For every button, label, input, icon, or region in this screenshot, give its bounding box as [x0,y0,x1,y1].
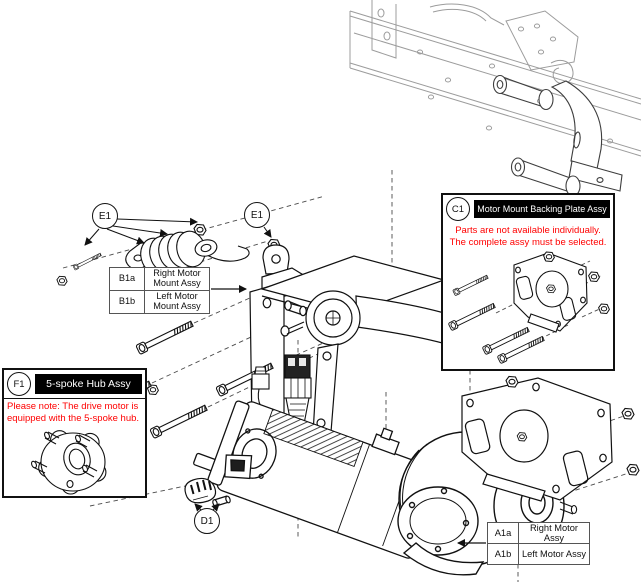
backing-plate-kit-drawing [447,251,610,365]
callout-d1: D1 [194,508,220,534]
f1-note-line2: equipped with the 5-spoke hub. [7,413,140,425]
five-spoke-hub-drawing [30,430,107,495]
callout-e1-upper: E1 [92,203,118,229]
chassis-frame-drawing [349,0,641,157]
part-desc: Left Motor Mount Assy [144,290,210,314]
part-desc: Left Motor Assy [518,543,590,565]
c1-note-line2: The complete assy must be selected. [449,237,607,249]
part-code: B1a [109,267,145,291]
callout-d1-label: D1 [200,515,214,527]
table-row: A1a Right Motor Assy [487,522,590,544]
c1-box-header: C1 Motor Mount Backing Plate Assy [443,195,613,223]
part-desc: Right Motor Mount Assy [144,267,210,291]
callout-c1: C1 [446,197,470,221]
f1-box-note: Please note: The drive motor is equipped… [4,399,145,426]
table-row: B1b Left Motor Mount Assy [109,290,210,314]
callout-e1-upper-label: E1 [98,210,112,222]
c1-backing-plate-box: C1 Motor Mount Backing Plate Assy Parts … [441,193,615,371]
f1-hub-box: F1 5-spoke Hub Assy Please note: The dri… [2,368,147,498]
motor-backing-plate-drawing [461,375,640,502]
part-code: A1a [487,522,519,544]
release-knob-drawing [184,477,231,507]
part-code: A1b [487,543,519,565]
callout-c1-label: C1 [451,203,465,215]
callout-e1-mount: E1 [244,202,270,228]
c1-box-title: Motor Mount Backing Plate Assy [474,200,610,218]
table-row: B1a Right Motor Mount Assy [109,267,210,291]
spring-assembly-drawing [125,230,250,275]
e1-leader-lines [84,217,272,246]
drive-motor-drawing [193,400,444,559]
frame-mount-bracket-drawing [492,74,623,197]
f1-box-title: 5-spoke Hub Assy [35,374,142,394]
f1-note-line1: Please note: The drive motor is [7,401,139,412]
part-desc: Right Motor Assy [518,522,590,544]
f1-box-header: F1 5-spoke Hub Assy [4,370,145,399]
callout-f1: F1 [7,372,31,396]
table-row: A1b Left Motor Assy [487,543,590,565]
motor-assy-table: A1a Right Motor Assy A1b Left Motor Assy [487,522,590,565]
c1-note-line1: Parts are not available individually. [455,225,601,236]
motor-mount-assy-table: B1a Right Motor Mount Assy B1b Left Moto… [109,267,210,314]
callout-f1-label: F1 [13,378,25,390]
callout-e1-mount-label: E1 [250,209,264,221]
table-arrows [211,285,486,547]
part-code: B1b [109,290,145,314]
c1-box-note: Parts are not available individually. Th… [443,225,613,250]
